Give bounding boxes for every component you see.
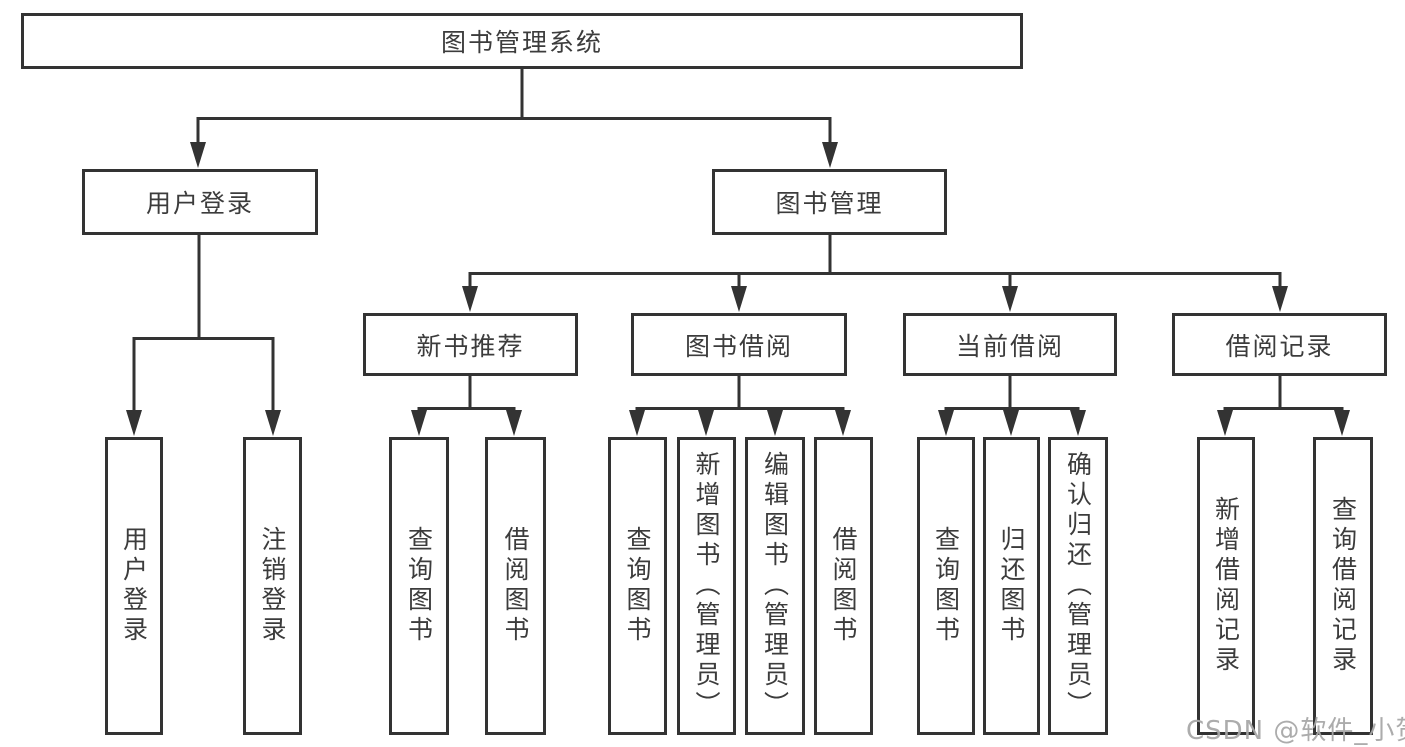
node-borrow-record: 借阅记录 <box>1172 313 1387 376</box>
leaf-user-login: 用户登录 <box>105 437 163 735</box>
leaf-borrow-add-books-admin: 新增图书（管理员） <box>677 437 736 735</box>
node-root: 图书管理系统 <box>21 13 1023 69</box>
leaf-borrow-query-books: 查询图书 <box>608 437 667 735</box>
leaf-recommend-query-books: 查询图书 <box>389 437 449 735</box>
leaf-borrow-add-books-admin-label: 新增图书（管理员） <box>692 451 721 721</box>
leaf-recommend-borrow-books: 借阅图书 <box>485 437 546 735</box>
leaf-current-return-books-label: 归还图书 <box>997 526 1026 646</box>
leaf-borrow-borrow-books: 借阅图书 <box>814 437 873 735</box>
leaf-current-return-books: 归还图书 <box>983 437 1040 735</box>
node-current-borrow-label: 当前借阅 <box>955 331 1064 361</box>
leaf-record-add: 新增借阅记录 <box>1197 437 1255 735</box>
node-book-management: 图书管理 <box>712 169 947 235</box>
node-user-login: 用户登录 <box>82 169 318 235</box>
leaf-user-login-label: 用户登录 <box>119 526 149 646</box>
leaf-current-query-books-label: 查询图书 <box>931 526 961 646</box>
node-book-borrow-label: 图书借阅 <box>684 331 793 361</box>
leaf-record-query: 查询借阅记录 <box>1313 437 1373 735</box>
arrowheads <box>126 142 1350 436</box>
csdn-watermark: CSDN @软件_小贺同学 <box>1186 716 1405 746</box>
leaf-logout-label: 注销登录 <box>258 526 287 646</box>
node-new-book-recommend: 新书推荐 <box>363 313 578 376</box>
leaf-logout: 注销登录 <box>243 437 302 735</box>
node-root-label: 图书管理系统 <box>440 28 603 57</box>
node-borrow-record-label: 借阅记录 <box>1225 331 1334 361</box>
leaf-record-add-label: 新增借阅记录 <box>1211 496 1241 676</box>
leaf-recommend-query-books-label: 查询图书 <box>404 526 434 646</box>
node-user-login-label: 用户登录 <box>145 189 254 218</box>
leaf-current-query-books: 查询图书 <box>917 437 975 735</box>
leaf-current-confirm-return-admin-label: 确认归还（管理员） <box>1063 451 1093 721</box>
leaf-recommend-borrow-books-label: 借阅图书 <box>501 526 530 646</box>
leaf-record-query-label: 查询借阅记录 <box>1328 496 1358 676</box>
node-current-borrow: 当前借阅 <box>903 313 1117 376</box>
leaf-borrow-edit-books-admin-label: 编辑图书（管理员） <box>760 451 790 721</box>
leaf-borrow-borrow-books-label: 借阅图书 <box>829 526 858 646</box>
node-new-book-recommend-label: 新书推荐 <box>416 331 525 361</box>
leaf-borrow-query-books-label: 查询图书 <box>623 526 652 646</box>
leaf-borrow-edit-books-admin: 编辑图书（管理员） <box>745 437 805 735</box>
leaf-current-confirm-return-admin: 确认归还（管理员） <box>1048 437 1108 735</box>
node-book-borrow: 图书借阅 <box>631 313 847 376</box>
node-book-management-label: 图书管理 <box>775 189 884 218</box>
